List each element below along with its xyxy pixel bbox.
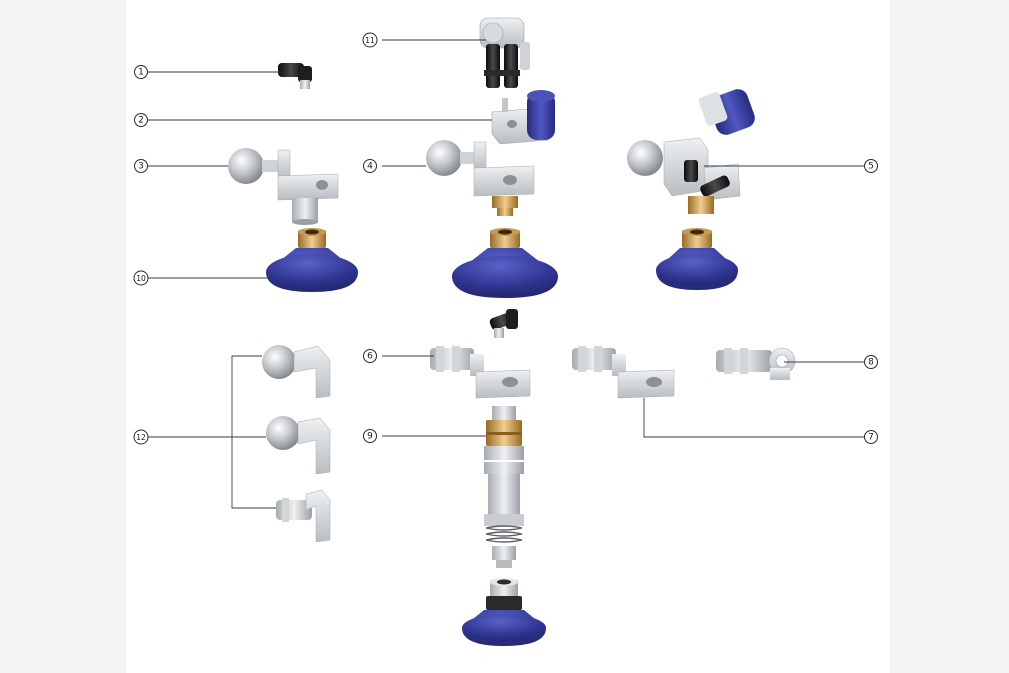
part-9-spring-plunger — [484, 406, 524, 568]
callout-5: 5 — [864, 159, 878, 173]
part-8-clamp-adapter — [716, 347, 796, 380]
callout-6-label: 6 — [367, 352, 373, 362]
callout-7-label: 7 — [868, 433, 874, 443]
part-1-elbow-fitting — [278, 63, 312, 89]
callout-6: 6 — [363, 349, 377, 363]
callout-10-label: 10 — [136, 274, 146, 283]
callout-1-label: 1 — [138, 68, 144, 78]
part-3-ball-joint-holder — [228, 148, 339, 225]
part-4-ball-joint-with-cup — [426, 140, 558, 298]
part-11-vacuum-generator — [479, 17, 530, 88]
part-10-suction-cup — [266, 228, 358, 292]
part-7-offset-bracket — [572, 346, 675, 399]
small-elbow-fitting — [489, 309, 518, 338]
leader-lines — [147, 39, 864, 509]
part-6-offset-bracket — [430, 346, 531, 399]
callout-3: 3 — [134, 159, 148, 173]
callout-5-label: 5 — [868, 162, 874, 172]
callout-11: 11 — [362, 32, 378, 48]
callout-4: 4 — [363, 159, 377, 173]
callout-3-label: 3 — [138, 162, 144, 172]
callout-8: 8 — [864, 355, 878, 369]
callout-7: 7 — [864, 430, 878, 444]
callout-8-label: 8 — [868, 358, 874, 368]
part-5-ball-joint-with-fittings — [627, 89, 755, 290]
callout-9-label: 9 — [367, 432, 373, 442]
part-12-ball-joint-variants — [262, 345, 331, 543]
part-2-adapter-plate — [491, 90, 555, 145]
callout-9: 9 — [363, 429, 377, 443]
bottom-suction-cup — [462, 578, 546, 646]
callout-4-label: 4 — [367, 162, 373, 172]
callout-1: 1 — [134, 65, 148, 79]
callout-2: 2 — [134, 113, 148, 127]
callout-12-label: 12 — [136, 433, 146, 442]
callout-10: 10 — [133, 270, 149, 286]
callout-2-label: 2 — [138, 116, 144, 126]
callout-12: 12 — [133, 429, 149, 445]
callout-11-label: 11 — [365, 36, 375, 45]
